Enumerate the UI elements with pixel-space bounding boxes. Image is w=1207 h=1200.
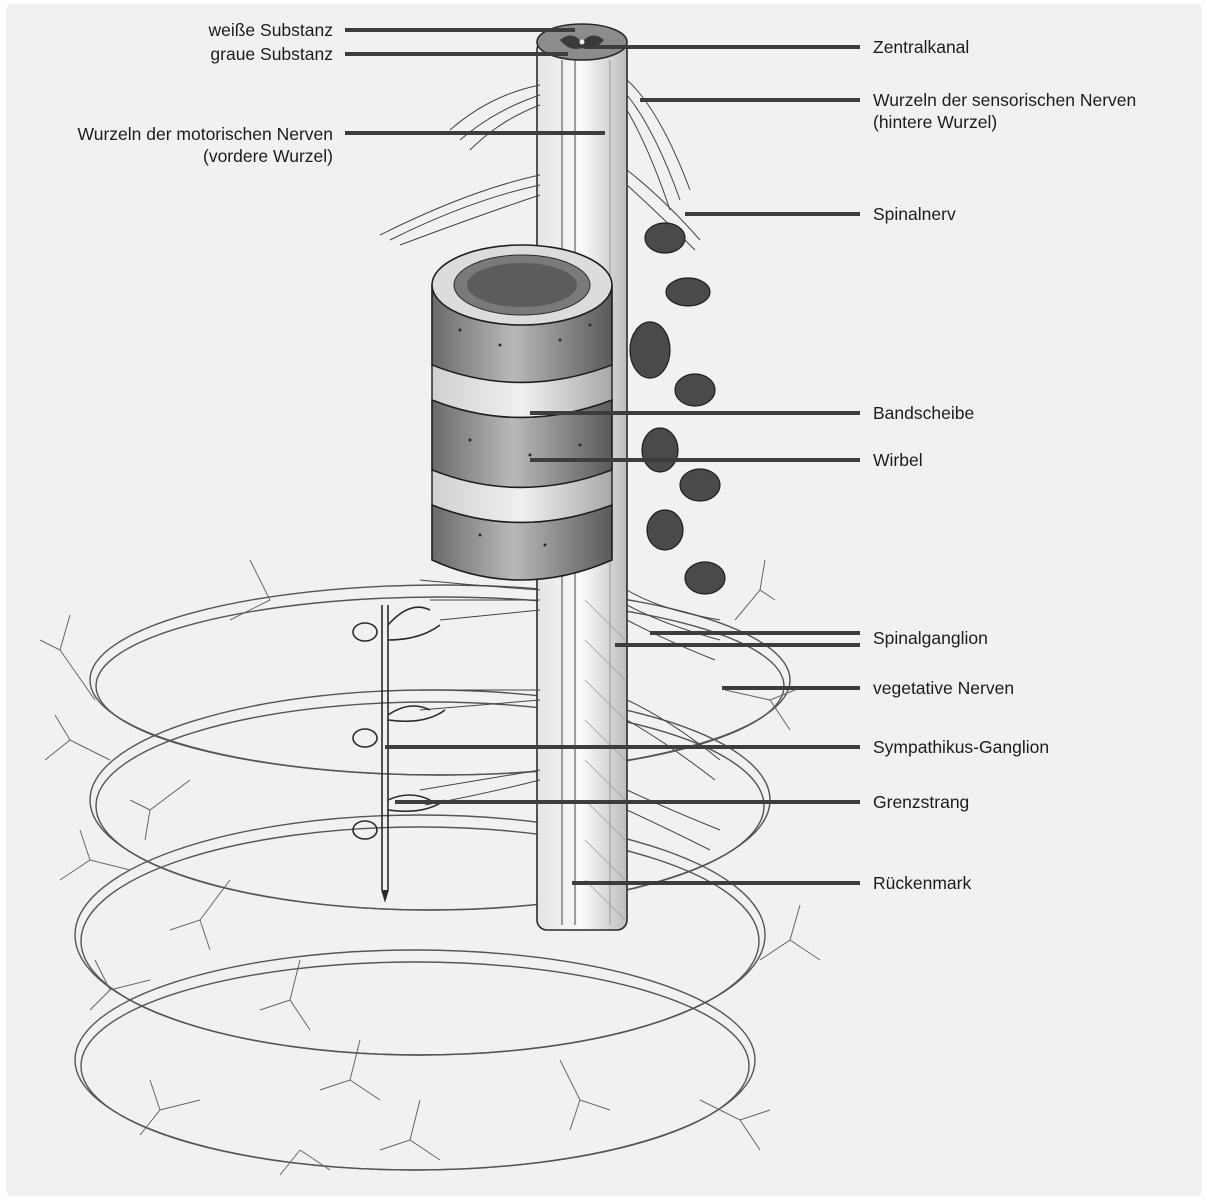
label-bandscheibe: Bandscheibe	[873, 402, 974, 424]
label-grenzstrang: Grenzstrang	[873, 791, 969, 813]
label-spinalganglion: Spinalganglion	[873, 627, 988, 649]
label-sensorische-wurzel-line1: Wurzeln der sensorischen Nerven	[873, 89, 1136, 111]
sympathetic-trunk	[353, 605, 445, 900]
label-weisse-substanz: weiße Substanz	[208, 19, 333, 41]
label-vegetative-nerven: vegetative Nerven	[873, 677, 1014, 699]
label-sensorische-wurzel-line2: (hintere Wurzel)	[873, 111, 1136, 133]
label-motorische-wurzel-line1: Wurzeln der motorischen Nerven	[78, 123, 333, 145]
label-motorische-wurzel-line2: (vordere Wurzel)	[78, 145, 333, 167]
label-rueckenmark: Rückenmark	[873, 872, 971, 894]
label-wirbel: Wirbel	[873, 449, 923, 471]
label-sensorische-wurzel: Wurzeln der sensorischen Nerven (hintere…	[873, 89, 1136, 133]
label-sympathikus-ganglion: Sympathikus-Ganglion	[873, 736, 1049, 758]
label-spinalnerv: Spinalnerv	[873, 203, 956, 225]
label-graue-substanz: graue Substanz	[210, 43, 333, 65]
nerve-branches	[40, 560, 820, 1175]
peripheral-nerve-rings	[75, 585, 790, 1170]
spinal-ganglia	[630, 223, 725, 594]
label-zentralkanal: Zentralkanal	[873, 36, 969, 58]
label-motorische-wurzel: Wurzeln der motorischen Nerven (vordere …	[78, 123, 333, 167]
